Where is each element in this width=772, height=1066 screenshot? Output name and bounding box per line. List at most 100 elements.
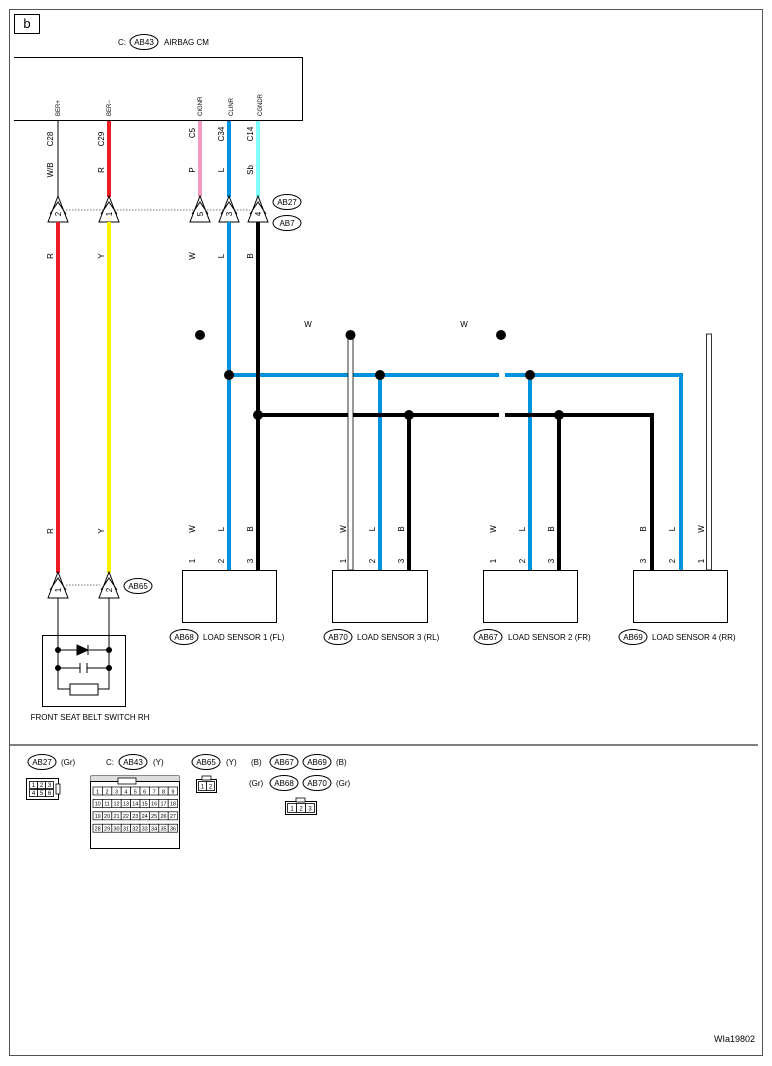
svg-text:AB27: AB27 xyxy=(32,758,52,767)
svg-text:1: 1 xyxy=(290,807,294,813)
ab43-cell-label: 29 xyxy=(104,827,110,833)
svg-text:L: L xyxy=(368,526,377,531)
ab43-cell-label: 15 xyxy=(142,802,148,808)
joint-wire-codes: R Y W L B xyxy=(46,252,255,260)
svg-text:W: W xyxy=(339,525,348,533)
wire-b-bus-right xyxy=(505,413,654,570)
svg-text:C5: C5 xyxy=(188,127,197,138)
ab43-cell-label: 9 xyxy=(171,789,174,795)
svg-text:(Gr): (Gr) xyxy=(249,779,264,788)
svg-text:CLINR: CLINR xyxy=(229,97,235,116)
ab43-cell-label: 8 xyxy=(162,789,165,795)
svg-text:3: 3 xyxy=(246,558,255,563)
ab43-cell-box xyxy=(167,823,178,833)
svg-text:C:: C: xyxy=(118,38,126,47)
svg-text:1: 1 xyxy=(32,783,36,789)
svg-text:(B): (B) xyxy=(336,758,347,767)
ab43-cell-label: 23 xyxy=(132,814,138,820)
diode-icon xyxy=(76,644,90,656)
svg-text:C34: C34 xyxy=(217,126,226,141)
page-frame xyxy=(9,9,763,1056)
ab43-cell-label: 31 xyxy=(123,827,129,833)
svg-text:P: P xyxy=(188,167,197,172)
svg-text:C28: C28 xyxy=(46,131,55,146)
svg-text:AB65: AB65 xyxy=(196,758,216,767)
svg-text:AB7: AB7 xyxy=(279,219,295,228)
ab43-cell-label: 3 xyxy=(115,789,118,795)
ab43-cell-box xyxy=(167,799,178,808)
joint-connector-pins: 2 1 5 3 4 xyxy=(47,194,269,223)
ab43-cell-label: 20 xyxy=(104,814,110,820)
ab43-cell-label: 17 xyxy=(160,802,166,808)
svg-text:AB27: AB27 xyxy=(277,198,297,207)
svg-text:CIGNR: CIGNR xyxy=(198,96,204,116)
load-sensor-2: W L B 1 2 3 AB67 LOAD SENSOR 2 (FR) xyxy=(473,525,591,645)
svg-text:2: 2 xyxy=(518,558,527,563)
svg-text:C29: C29 xyxy=(97,131,106,146)
svg-text:2: 2 xyxy=(217,558,226,563)
svg-text:4: 4 xyxy=(32,791,36,797)
svg-text:3: 3 xyxy=(308,807,312,813)
svg-text:LOAD SENSOR 3 (RL): LOAD SENSOR 3 (RL) xyxy=(357,633,440,642)
ab43-cell-label: 11 xyxy=(104,802,110,808)
svg-text:LOAD SENSOR 4 (RR): LOAD SENSOR 4 (RR) xyxy=(652,633,736,642)
seat-belt-switch-connector: 1 2 AB65 xyxy=(47,570,153,599)
svg-text:(Gr): (Gr) xyxy=(336,779,351,788)
svg-text:6: 6 xyxy=(48,791,52,797)
svg-text:4: 4 xyxy=(254,211,263,216)
joint-connector-refs: AB27 AB7 xyxy=(272,194,302,231)
svg-text:R: R xyxy=(97,167,106,173)
panel-label: b xyxy=(23,16,30,31)
svg-text:AB43: AB43 xyxy=(134,38,154,47)
legend-ab65: AB65 (Y) 1 2 xyxy=(191,754,237,793)
svg-text:1: 1 xyxy=(339,558,348,563)
svg-text:1: 1 xyxy=(697,558,706,563)
ab43-cell-label: 19 xyxy=(95,814,101,820)
ab43-cell-label: 6 xyxy=(143,789,146,795)
svg-text:L: L xyxy=(518,526,527,531)
ab43-cell-box xyxy=(167,811,178,821)
svg-text:2: 2 xyxy=(668,558,677,563)
load-sensor-4: B L W 3 2 1 AB69 LOAD SENSOR 4 (RR) xyxy=(618,525,736,645)
svg-text:5: 5 xyxy=(40,791,44,797)
ab43-cell-label: 10 xyxy=(95,802,101,808)
ab43-cell-label: 21 xyxy=(113,814,119,820)
svg-text:W: W xyxy=(188,525,197,533)
svg-text:Y: Y xyxy=(97,253,106,259)
svg-text:C14: C14 xyxy=(246,126,255,141)
ab43-cell-label: 12 xyxy=(113,802,119,808)
svg-text:3: 3 xyxy=(639,558,648,563)
ab43-cell-label: 28 xyxy=(95,827,101,833)
svg-text:BER+: BER+ xyxy=(56,100,62,116)
svg-text:Sb: Sb xyxy=(246,165,255,175)
branch-label-w1: W xyxy=(304,320,312,329)
svg-text:1: 1 xyxy=(188,558,197,563)
svg-text:3: 3 xyxy=(547,558,556,563)
legend-sensor-connectors: (B) AB67 AB69 (B) (Gr) AB68 AB70 (Gr) 1 … xyxy=(249,754,351,815)
svg-text:1: 1 xyxy=(201,785,205,791)
svg-text:LOAD SENSOR 2 (FR): LOAD SENSOR 2 (FR) xyxy=(508,633,591,642)
svg-text:L: L xyxy=(217,167,226,172)
svg-text:2: 2 xyxy=(368,558,377,563)
svg-text:1: 1 xyxy=(54,587,63,592)
svg-text:AB68: AB68 xyxy=(174,633,194,642)
svg-text:R: R xyxy=(46,528,55,534)
svg-text:R: R xyxy=(46,253,55,259)
svg-text:AB65: AB65 xyxy=(128,582,148,591)
svg-text:AB69: AB69 xyxy=(623,633,643,642)
ab43-cell-label: 27 xyxy=(170,814,176,820)
svg-text:2: 2 xyxy=(299,807,303,813)
ab43-cell-label: 18 xyxy=(170,802,176,808)
svg-text:B: B xyxy=(547,526,556,531)
ab43-cell-label: 13 xyxy=(123,802,129,808)
svg-text:3: 3 xyxy=(397,558,406,563)
svg-text:B: B xyxy=(246,526,255,531)
svg-text:C:: C: xyxy=(106,758,114,767)
svg-text:B: B xyxy=(397,526,406,531)
branch-label-w2: W xyxy=(460,320,468,329)
ab43-cell-label: 32 xyxy=(132,827,138,833)
svg-text:2: 2 xyxy=(105,587,114,592)
svg-text:AB67: AB67 xyxy=(274,758,294,767)
svg-text:W/B: W/B xyxy=(46,162,55,177)
